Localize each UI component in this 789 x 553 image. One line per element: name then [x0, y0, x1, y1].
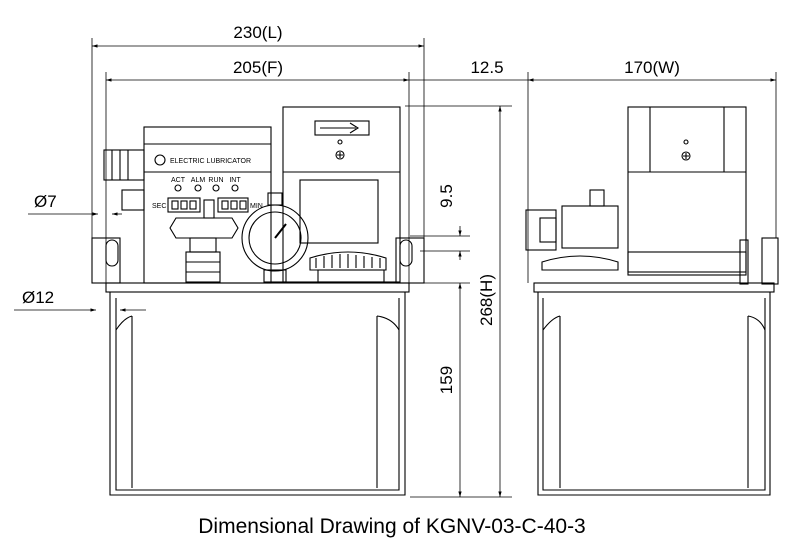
side-motor	[627, 106, 747, 276]
label-hole-large: Ø12	[22, 288, 54, 307]
panel-brand-label: ELECTRIC LUBRICATOR	[170, 158, 251, 165]
indicator-label-alm: ALM	[191, 177, 206, 184]
motor-window	[299, 179, 379, 244]
front-tank	[109, 292, 406, 496]
side-valve-block	[561, 205, 619, 249]
label-frame: 205(F)	[233, 58, 283, 77]
indicator-label-act: ACT	[171, 177, 186, 184]
label-hole-small: Ø7	[34, 192, 57, 211]
front-view	[91, 106, 425, 496]
side-tank	[537, 292, 771, 496]
drawing-caption: Dimensional Drawing of KGNV-03-C-40-3	[198, 515, 586, 538]
valve-fitting	[185, 251, 221, 283]
label-offset: 12.5	[470, 58, 503, 77]
label-height: 268(H)	[477, 274, 496, 326]
brand-logo-icon	[154, 154, 166, 166]
switch-label-min: MIN	[250, 203, 263, 210]
side-view	[525, 106, 779, 496]
right-bracket	[395, 237, 425, 284]
cable-gland-icon	[103, 149, 145, 181]
indicator-label-int: INT	[229, 177, 241, 184]
label-tank-height: 159	[437, 366, 456, 394]
flow-direction-arrow-icon	[314, 120, 370, 136]
indicator-label-run: RUN	[208, 177, 223, 184]
side-bracket	[761, 237, 779, 285]
side-base-plate	[533, 282, 775, 293]
filler-cap	[309, 251, 387, 271]
label-width: 170(W)	[624, 58, 680, 77]
switch-label-sec: SEC	[152, 203, 166, 210]
label-gap: 9.5	[437, 184, 456, 208]
label-length: 230(L)	[233, 23, 282, 42]
front-base-plate	[105, 282, 410, 293]
